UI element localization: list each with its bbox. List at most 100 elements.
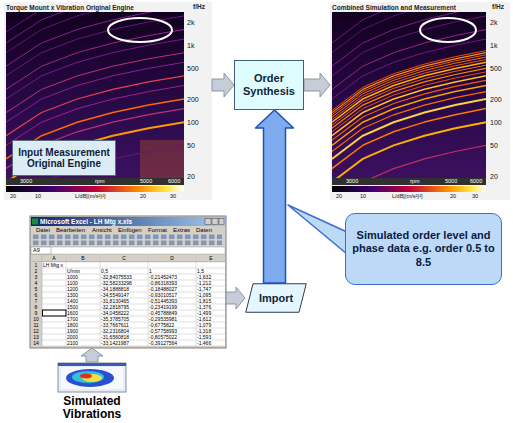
menu-item: Ansicht	[92, 227, 112, 233]
cell-value: -0,80575022	[149, 335, 177, 340]
cell-reference: A9	[33, 248, 40, 254]
frequency-tick: 20	[490, 173, 498, 180]
cell-value: -0,93010517	[149, 293, 177, 298]
row-gridlines	[42, 262, 225, 346]
app-icon	[32, 219, 38, 225]
toolbar-icons	[32, 234, 222, 246]
menu-item: Bearbeiten	[56, 227, 85, 233]
cell-value: 1200	[67, 287, 78, 292]
cell-value: -1,593	[197, 335, 211, 340]
node-text: Input Measurement Original Engine	[15, 147, 113, 170]
order-line	[332, 122, 486, 178]
frequency-tick: 200	[187, 96, 199, 103]
window-button	[219, 219, 224, 225]
rpm-tick: 3000	[346, 179, 358, 185]
cell-value: -32,58233298	[101, 281, 132, 286]
colorbar-label: 20	[450, 194, 456, 200]
cell-value: -1,815	[197, 299, 211, 304]
row-number: 6	[35, 293, 38, 298]
order-line	[332, 76, 486, 136]
order-line	[6, 122, 184, 178]
cell-value: -33,7667611	[101, 323, 129, 328]
column-gridline	[196, 255, 197, 346]
rpm-tick: 6000	[168, 179, 180, 185]
thumbnail-frame	[58, 363, 126, 392]
cell-value: 1100	[67, 281, 78, 286]
vibration-contour	[72, 371, 104, 383]
callout-pointer	[288, 205, 347, 254]
row-number: 12	[33, 329, 39, 334]
cell-value: 1	[149, 269, 152, 274]
cell-value: -1,499	[197, 311, 211, 316]
order-line	[332, 12, 486, 43]
thumbnail-canvas	[61, 367, 123, 389]
cell-value: 0,5	[101, 269, 108, 274]
cell-value: 1400	[67, 299, 78, 304]
row-number: 11	[33, 323, 38, 328]
order-line	[332, 51, 486, 111]
frequency-tick: 50	[187, 142, 195, 149]
row-number: 1	[35, 263, 38, 268]
cell-value: -32,2818795	[101, 305, 129, 310]
frequency-tick: 50	[490, 142, 498, 149]
colorbar-label: 20	[10, 194, 16, 200]
order-line	[6, 76, 184, 136]
axis-unit: f/Hz	[492, 3, 504, 10]
colorbar-label: 10	[35, 194, 41, 200]
input-parallelogram: Import	[245, 283, 307, 313]
order-lines	[6, 12, 184, 178]
cell-value: 2000	[67, 335, 78, 340]
cell-value: U/min	[67, 269, 80, 274]
column-gridline	[42, 255, 43, 346]
cell-value: -1,466	[197, 341, 211, 346]
menu-item: Datei	[36, 227, 50, 233]
highlight-ellipse	[108, 18, 172, 42]
order-line	[332, 57, 486, 117]
row-number: 8	[35, 305, 38, 310]
order-line	[332, 53, 486, 113]
spectrogram-panel: Combined Simulation and Measurement	[330, 2, 510, 200]
order-lines	[332, 12, 486, 178]
frequency-tick: 2k	[490, 19, 497, 26]
row-number: 14	[33, 341, 39, 346]
order-line	[332, 12, 486, 53]
frequency-tick: 100	[490, 119, 502, 126]
order-line	[6, 12, 184, 66]
cell-value: -0,18488027	[149, 287, 177, 292]
cell-value: -32,2316804	[101, 329, 129, 334]
node-text: Torque Mount x Vibration Original Engine	[4, 2, 134, 11]
colorbar-label: L/dB[(m/s²)²]	[392, 194, 423, 200]
frequency-tick: 100	[187, 119, 199, 126]
cell-value: -33,1421987	[101, 341, 129, 346]
node-text: Order Synthesis	[239, 72, 299, 98]
cell-value: -0,6775822	[149, 323, 174, 328]
cell-value: -1,095	[197, 293, 211, 298]
node-text: Simulated order level and phase data e.g…	[352, 229, 495, 269]
cell-value: -0,29535981	[149, 317, 177, 322]
node-text: Microsoft Excel - LH Mtg x.xls	[30, 216, 132, 225]
order-line	[6, 53, 184, 113]
row-number: 7	[35, 299, 38, 304]
cell-value: -1,632	[197, 275, 211, 280]
column-header: A	[52, 256, 55, 261]
frequency-tick: 500	[187, 65, 199, 72]
cell-value: 1,5	[197, 269, 204, 274]
node-text: Combined Simulation and Measurement	[330, 2, 456, 11]
selected-cell	[43, 310, 67, 316]
colorbar-label: 20	[336, 194, 342, 200]
panel-ground	[330, 2, 510, 200]
cell-value: -0,45788849	[149, 311, 177, 316]
menu-item: Extras	[173, 227, 190, 233]
row-number: 5	[35, 287, 38, 292]
frequency-tick: 20	[187, 173, 195, 180]
block-arrow	[226, 287, 245, 309]
cell-value: -0,86318393	[149, 281, 177, 286]
order-line	[6, 12, 184, 43]
spectrogram-panel: Torque Mount x Vibration Original Engine…	[4, 2, 212, 200]
axis-unit: f/Hz	[193, 3, 205, 10]
axis-strip	[6, 178, 184, 185]
cell-value: -34,1888818	[101, 287, 129, 292]
rpm-tick: 5000	[140, 179, 152, 185]
